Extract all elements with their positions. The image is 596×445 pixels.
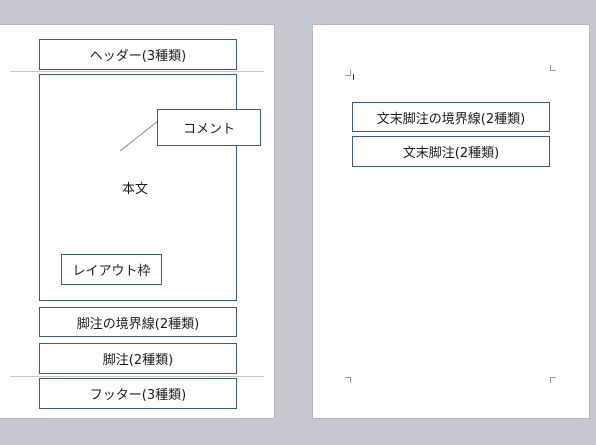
layout-frame-box: レイアウト枠 (61, 254, 162, 285)
comment-label: コメント (182, 122, 235, 137)
footnote-box: 脚注(2種類) (39, 343, 237, 374)
header-label: ヘッダー(3種類) (89, 49, 187, 64)
footer-label: フッター(3種類) (89, 388, 187, 403)
header-guide-line (10, 71, 264, 72)
layout-frame-label: レイアウト枠 (72, 264, 151, 279)
endnote-box: 文末脚注(2種類) (352, 136, 550, 167)
footnote-separator-label: 脚注の境界線(2種類) (76, 316, 200, 332)
margin-corner-mark-top-right (550, 65, 556, 71)
comment-connector-line (119, 120, 159, 152)
header-box: ヘッダー(3種類) (39, 39, 237, 70)
margin-corner-mark-top-left (345, 70, 351, 76)
endnote-label: 文末脚注(2種類) (402, 146, 500, 161)
comment-box: コメント (157, 109, 261, 146)
endnote-separator-box: 文末脚注の境界線(2種類) (352, 102, 550, 132)
page-2: 文末脚注の境界線(2種類) 文末脚注(2種類) (313, 25, 589, 418)
text-cursor-mark (353, 74, 354, 80)
footnote-separator-box: 脚注の境界線(2種類) (39, 307, 237, 337)
margin-corner-mark-bottom-right (550, 377, 556, 383)
footnote-label: 脚注(2種類) (102, 353, 174, 368)
footer-box: フッター(3種類) (39, 378, 237, 409)
body-label: 本文 (122, 182, 149, 197)
page-1: ヘッダー(3種類) 本文 コメント レイアウト枠 脚注の境界線(2種類) 脚注(… (0, 25, 274, 418)
endnote-separator-label: 文末脚注の境界線(2種類) (376, 111, 526, 127)
footer-guide-line (10, 376, 264, 377)
margin-corner-mark-bottom-left (345, 377, 351, 383)
